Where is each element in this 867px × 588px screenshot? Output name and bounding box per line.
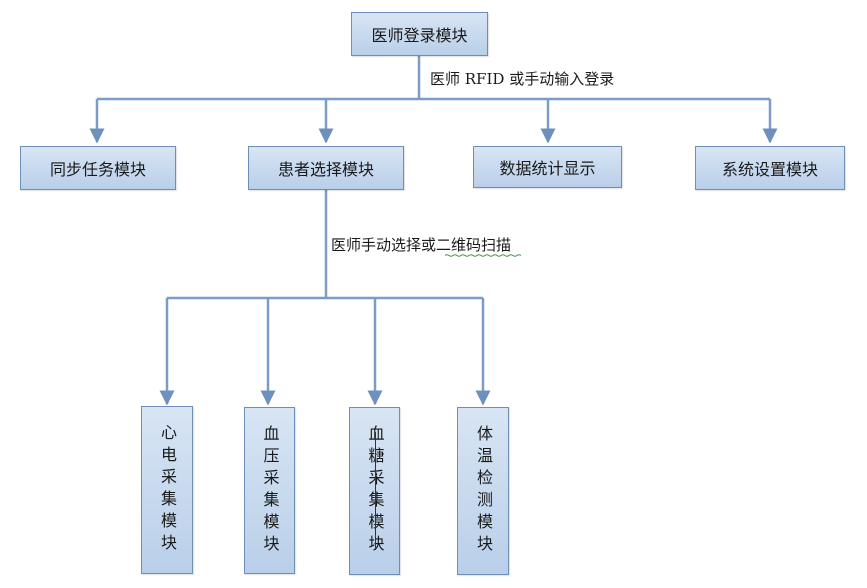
patient-edge-label: 医师手动选择或二维码扫描 — [331, 236, 512, 254]
node-ecg-collect-label: 心电采集模块 — [158, 424, 177, 556]
node-temp-detect-label: 体温检测模块 — [474, 425, 493, 557]
root-node-doctor-login: 医师登录模块 — [351, 12, 488, 56]
node-sync-task: 同步任务模块 — [20, 146, 176, 190]
node-patient-select-label: 患者选择模块 — [277, 160, 374, 179]
node-system-settings-label: 系统设置模块 — [721, 160, 818, 179]
glucose-strike-line — [375, 432, 376, 550]
node-data-stats-label: 数据统计显示 — [499, 159, 596, 178]
node-data-stats: 数据统计显示 — [473, 146, 622, 188]
node-bp-collect-label: 血压采集模块 — [260, 424, 280, 557]
root-node-label: 医师登录模块 — [371, 26, 468, 45]
node-system-settings: 系统设置模块 — [695, 146, 845, 190]
node-bp-collect: 血压采集模块 — [244, 407, 295, 574]
node-patient-select: 患者选择模块 — [248, 146, 404, 190]
spellcheck-underline — [445, 254, 522, 257]
node-sync-task-label: 同步任务模块 — [49, 160, 146, 179]
root-edge-label: 医师 RFID 或手动输入登录 — [430, 70, 615, 88]
node-ecg-collect: 心电采集模块 — [141, 406, 193, 574]
node-temp-detect: 体温检测模块 — [457, 407, 509, 575]
node-glucose-collect: 血糖采集模块 — [349, 407, 400, 575]
